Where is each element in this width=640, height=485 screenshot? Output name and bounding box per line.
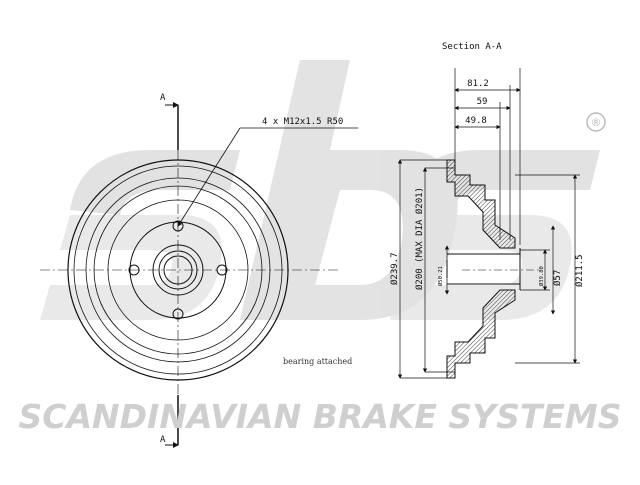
bearing-note: bearing attached [283, 357, 352, 366]
section-title: Section A-A [442, 42, 502, 52]
bolt-callout: 4 x M12x1.5 R50 [177, 117, 358, 227]
dim-49-8: 49.8 [465, 116, 487, 126]
dim-59: 59 [477, 97, 488, 107]
dim-200: Ø200 (MAX DIA Ø201) [414, 187, 425, 290]
bolt-callout-text: 4 x M12x1.5 R50 [262, 117, 343, 127]
section-marker-bottom: A [160, 435, 166, 445]
drum-front-view [40, 150, 340, 430]
dim-211-5: Ø211.5 [574, 254, 585, 287]
dim-39-80: Ø39.80 [538, 266, 545, 286]
section-marker-top: A [160, 93, 166, 103]
dim-50-21: Ø50.21 [437, 266, 444, 286]
svg-text:®: ® [591, 116, 602, 129]
sbs-logo-watermark [40, 60, 600, 320]
dim-81-2: 81.2 [467, 79, 489, 89]
section-marker: A A [160, 93, 179, 448]
brand-watermark-text: SCANDINAVIAN BRAKE SYSTEMS [19, 397, 622, 436]
dim-239-7: Ø239.7 [389, 252, 400, 285]
dim-57: Ø57 [552, 270, 563, 286]
drum-section-view [446, 159, 540, 379]
section-dimensions [397, 68, 580, 379]
registered-mark: ® [586, 112, 606, 132]
